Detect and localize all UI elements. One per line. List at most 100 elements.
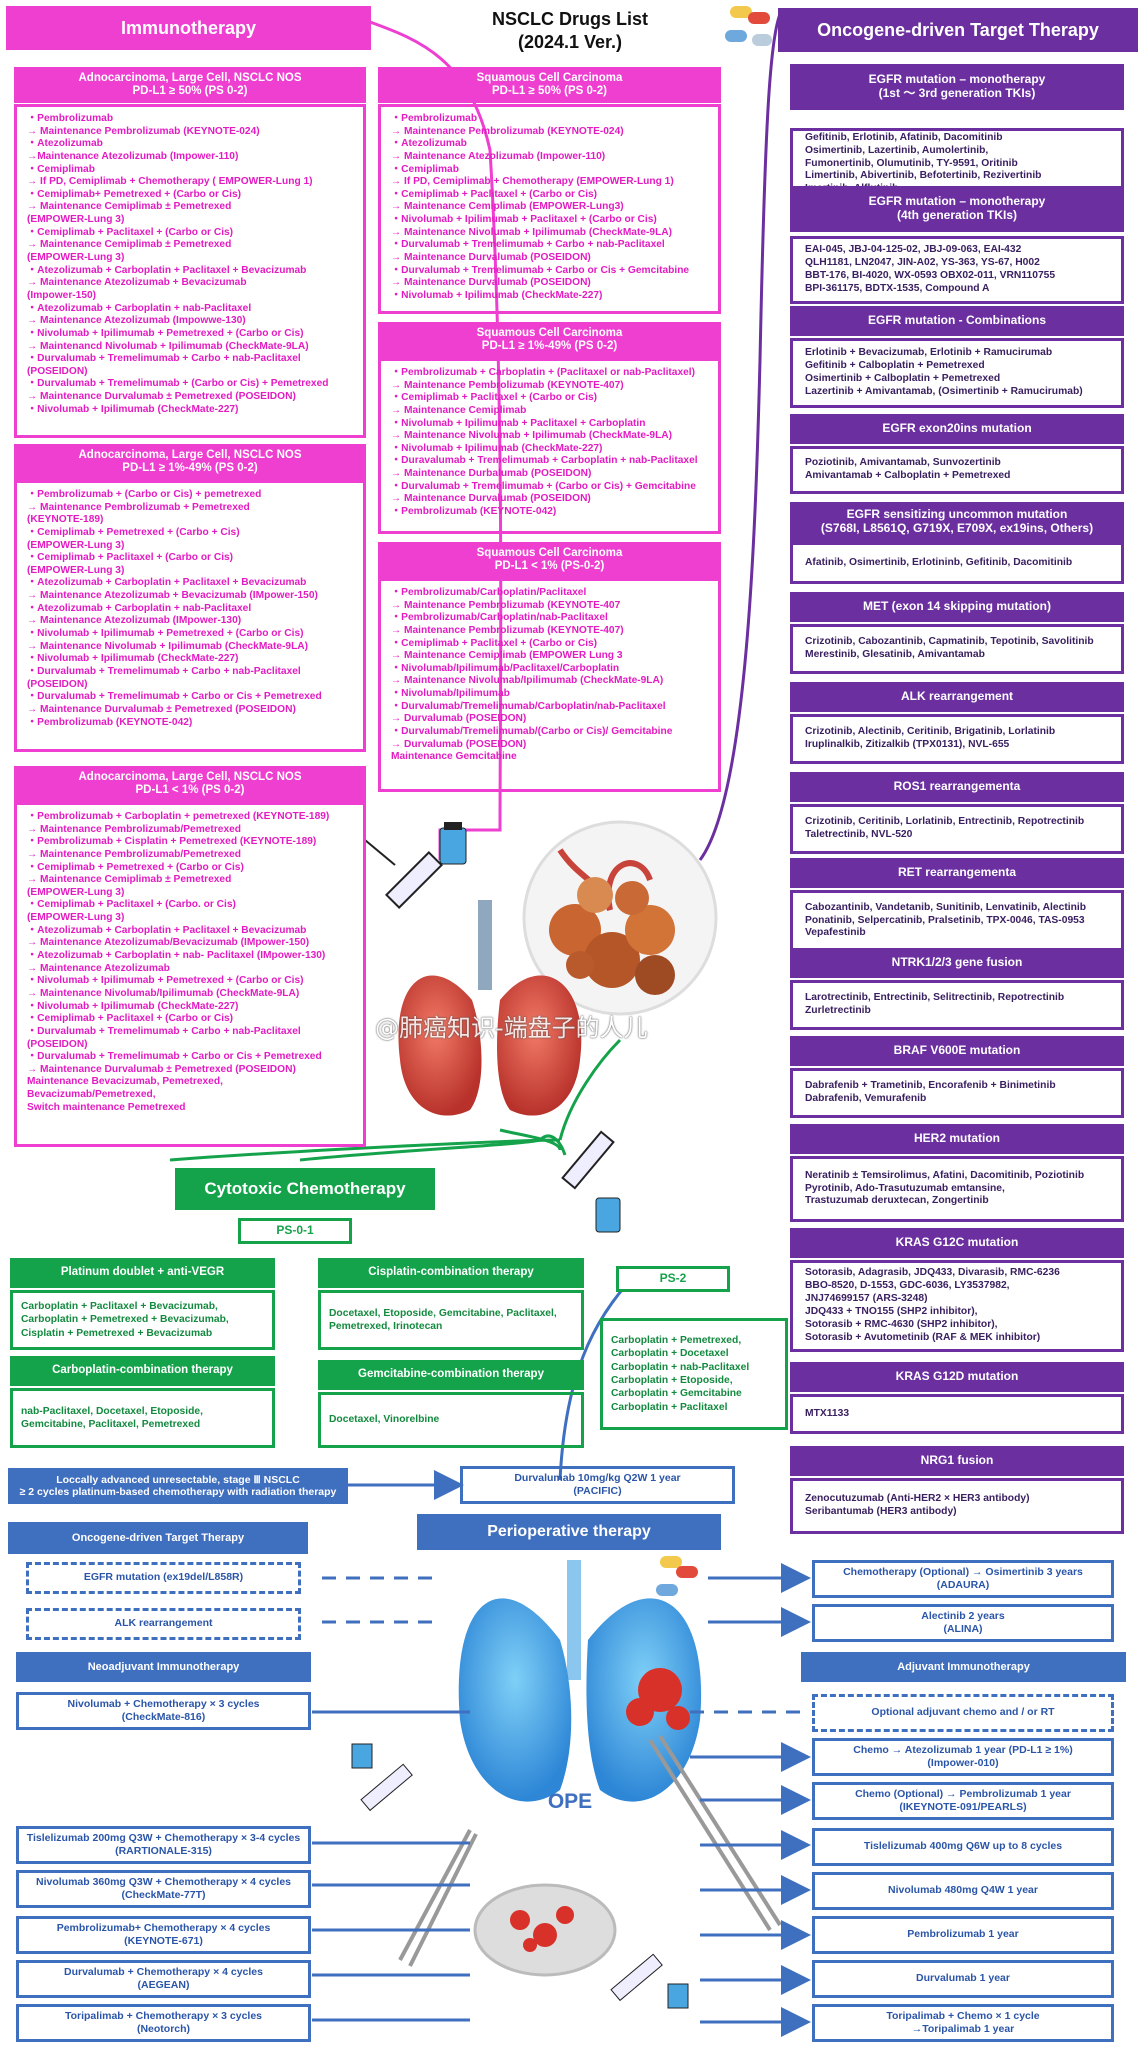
target-section-header: MET (exon 14 skipping mutation) (790, 592, 1124, 622)
adeno-mid-title-2: PD-L1 ≥ 1%-49% (PS 0-2) (122, 462, 258, 474)
cis-header: Cisplatin-combination therapy (318, 1258, 584, 1288)
target-section-header: RET rearrangementa (790, 858, 1124, 888)
target-section-body: Cabozantinib, Vandetanib, Sunitinib, Len… (790, 890, 1124, 952)
sq-mid-list: ・Pembrolizumab + Carboplatin + (Paclitax… (378, 358, 721, 534)
target-drug-line: MTX1133 (805, 1407, 850, 1419)
regimen-item: ・Nivolumab + Ipilimumab + Pemetrexed + (… (27, 975, 304, 999)
regimen-item: ・Atezolizumab + Carboplatin + nab-Paclit… (27, 302, 252, 327)
regimen-item: ・Durvalumab/Tremelimumab/Carboplatin/nab… (391, 700, 666, 725)
blue-lungs-illustration (458, 1560, 702, 1802)
target-section-body: Afatinib, Osimertinib, Erlotininb, Gefit… (790, 542, 1124, 584)
regimen-item: ・Cemiplimab+ Pemetrexed + (Carbo or Cis)… (27, 188, 242, 226)
target-section-header: NTRK1/2/3 gene fusion (790, 948, 1124, 978)
periop-line: (Impower-010) (927, 1757, 999, 1769)
target-section-header: KRAS G12D mutation (790, 1362, 1124, 1392)
adeno-low-title-1: Adnocarcinoma, Large Cell, NSCLC NOS (78, 770, 302, 783)
target-section-body: Crizotinib, Ceritinib, Lorlatinib, Entre… (790, 804, 1124, 854)
regimen-item: ・Cemiplimab → If PD, Cemiplimab + Chemot… (27, 163, 313, 188)
periop-header-label: Perioperative therapy (487, 1522, 651, 1540)
target-section-body: MTX1133 (790, 1394, 1124, 1434)
platinum-body: Carboplatin + Paclitaxel + Bevacizumab,C… (10, 1290, 275, 1350)
regimen-item: ・Nivolumab + Ipilimumab (CheckMate-227) (391, 442, 603, 454)
sq-mid-title-1: Squamous Cell Carcinoma (476, 326, 623, 339)
target-drug-line: Seribantumab (HER3 antibody) (805, 1506, 957, 1517)
target-section-title: (4th generation TKIs) (896, 208, 1017, 222)
pills-icon (725, 6, 772, 46)
carbo-body: nab-Paclitaxel, Docetaxel, Etoposide,Gem… (10, 1388, 275, 1448)
target-section-title: KRAS G12C mutation (895, 1235, 1019, 1250)
regimen-item: ・Nivolumab + Ipilimumab (CheckMate-227) (27, 653, 239, 665)
target-drug-line: Erlotinib + Bevacizumab, Erlotinib + Ram… (805, 347, 1053, 359)
target-drug-line: Iruplinalkib, Zitizalkib (TPX0131), NVL-… (805, 739, 1010, 750)
sq-high-title-2: PD-L1 ≥ 50% (PS 0-2) (492, 85, 607, 97)
target-section-header: EGFR exon20ins mutation (790, 414, 1124, 444)
pacific-box: Durvalumab 10mg/kg Q2W 1 year(PACIFIC) (460, 1466, 735, 1504)
line-text: Carboplatin + Paclitaxel + Bevacizumab, (21, 1300, 218, 1312)
target-drug-line: Cabozantinib, Vandetanib, Sunitinib, Len… (805, 901, 1087, 913)
chemo-header-label: Cytotoxic Chemotherapy (204, 1179, 406, 1199)
regimen-item: ・Durvalumab + Tremelimumab + Carbo or Ci… (27, 1051, 322, 1075)
egfr-periop-label: EGFR mutation (ex19del/L858R) (83, 1571, 244, 1584)
target-section-title: EGFR exon20ins mutation (882, 421, 1032, 436)
regimen-item: ・Cemiplimab + Paclitaxel + (Carbo or Cis… (27, 1013, 234, 1025)
periop-header: Perioperative therapy (417, 1514, 721, 1550)
title-line-1: NSCLC Drugs List (491, 9, 648, 29)
periop-arrows (312, 1470, 811, 2037)
neoadjuvant-box: Toripalimab + Chemotherapy × 3 cycles(Ne… (16, 2004, 311, 2042)
regimen-item: ・Nivolumab + Ipilimumab (CheckMate-227) (27, 1000, 239, 1012)
sq-low-list: ・Pembrolizumab/Carboplatin/Paclitaxel → … (378, 578, 721, 792)
target-section-header: HER2 mutation (790, 1124, 1124, 1154)
regimen-item: ・Durvalumab + Tremelimumab + Carbo + nab… (27, 665, 301, 690)
chemo-header: Cytotoxic Chemotherapy (175, 1168, 435, 1210)
target-drug-line: Dabrafenib, Vemurafenib (805, 1093, 927, 1104)
ps01-label: PS-0-1 (276, 1223, 314, 1238)
cis-title: Cisplatin-combination therapy (368, 1266, 534, 1279)
regimen-item: ・Atezolizumab + Carboplatin + Paclitaxel… (27, 924, 310, 949)
target-connector (698, 8, 791, 861)
periop-line: Nivolumab 480mg Q4W 1 year (888, 1884, 1038, 1897)
ps2-badge: PS-2 (616, 1266, 730, 1292)
target-section-body: Neratinib ± Temsirolimus, Afatini, Dacom… (790, 1156, 1124, 1222)
periop-line: Optional adjuvant chemo and / or RT (871, 1706, 1055, 1719)
regimen-item: ・Durvalumab + Tremelimumab + Carbo + nab… (27, 353, 301, 377)
page-title: NSCLC Drugs List (2024.1 Ver.) (440, 8, 700, 56)
sq-low-title-1: Squamous Cell Carcinoma (476, 546, 623, 559)
target-drug-line: Fumonertinib, Olumutinib, TY-9591, Oriti… (805, 157, 1018, 169)
regimen-item: ・Cemiplimab + Pemetrexed + (Carbo or Cis… (27, 861, 244, 898)
regimen-item: ・Pembrolizumab + Cisplatin + Pemetrexed … (27, 836, 317, 860)
target-drug-line: Zurletrectinib (805, 1005, 871, 1016)
syringe-icon-3 (351, 1743, 413, 1812)
target-drug-line: Crizotinib, Cabozantinib, Capmatinib, Te… (805, 636, 1094, 648)
target-section-title: ALK rearrangement (900, 689, 1014, 704)
regimen-item: ・Pembrolizumab (KEYNOTE-042) (391, 506, 557, 518)
forceps-illustration (398, 1734, 782, 1967)
target-section-title: MET (exon 14 skipping mutation) (862, 599, 1051, 614)
neoadjuvant-box: Tislelizumab 200mg Q3W + Chemotherapy × … (16, 1826, 311, 1864)
target-section-title: RET rearrangementa (897, 865, 1017, 880)
neoadjuvant-box: Pembrolizumab+ Chemotherapy × 4 cycles(K… (16, 1916, 311, 1954)
alina-box: Alectinib 2 years(ALINA) (812, 1604, 1114, 1642)
regimen-item: ・Cemiplimab + Paclitaxel + (Carbo or Cis… (391, 637, 623, 662)
regimen-item: ・Durvalumab + Tremelimumab + Carbo + nab… (27, 1025, 301, 1050)
carbo-header: Carboplatin-combination therapy (10, 1356, 275, 1386)
periop-line: Alectinib 2 years (921, 1609, 1005, 1622)
adeno-high-header: Adnocarcinoma, Large Cell, NSCLC NOS PD-… (14, 67, 366, 103)
target-therapy-header: Oncogene-driven Target Therapy (778, 8, 1138, 52)
sq-low-header: Squamous Cell Carcinoma PD-L1 < 1% (PS-0… (378, 542, 721, 578)
sq-high-header: Squamous Cell Carcinoma PD-L1 ≥ 50% (PS … (378, 67, 721, 103)
adaura-box: Chemotherapy (Optional) → Osimertinib 3 … (812, 1560, 1114, 1598)
target-drug-line: Afatinib, Osimertinib, Erlotininb, Gefit… (805, 556, 1073, 568)
target-section-header: EGFR mutation - Combinations (790, 306, 1124, 336)
neoadjuvant-box: Durvalumab + Chemotherapy × 4 cycles(AEG… (16, 1960, 311, 1998)
line-text: Docetaxel, Vinorelbine (329, 1414, 440, 1426)
target-section-title: (S768I, L8561Q, G719X, E709X, ex19ins, O… (820, 521, 1094, 535)
periop-line: (RARTIONALE-315) (115, 1845, 212, 1857)
regimen-item: ・Pembrolizumab/Carboplatin/nab-Paclitaxe… (391, 612, 624, 636)
periop-line: Durvalumab + Chemotherapy × 4 cycles (63, 1965, 263, 1978)
alveoli-illustration (522, 820, 718, 1016)
regimen-item: ・Atezolizumab + Carboplatin + Paclitaxel… (27, 577, 318, 602)
adeno-mid-list: ・Pembrolizumab + (Carbo or Cis) + pemetr… (14, 480, 366, 752)
line-text: Carboplatin + Docetaxel (611, 1348, 729, 1360)
target-section-header: NRG1 fusion (790, 1446, 1124, 1476)
